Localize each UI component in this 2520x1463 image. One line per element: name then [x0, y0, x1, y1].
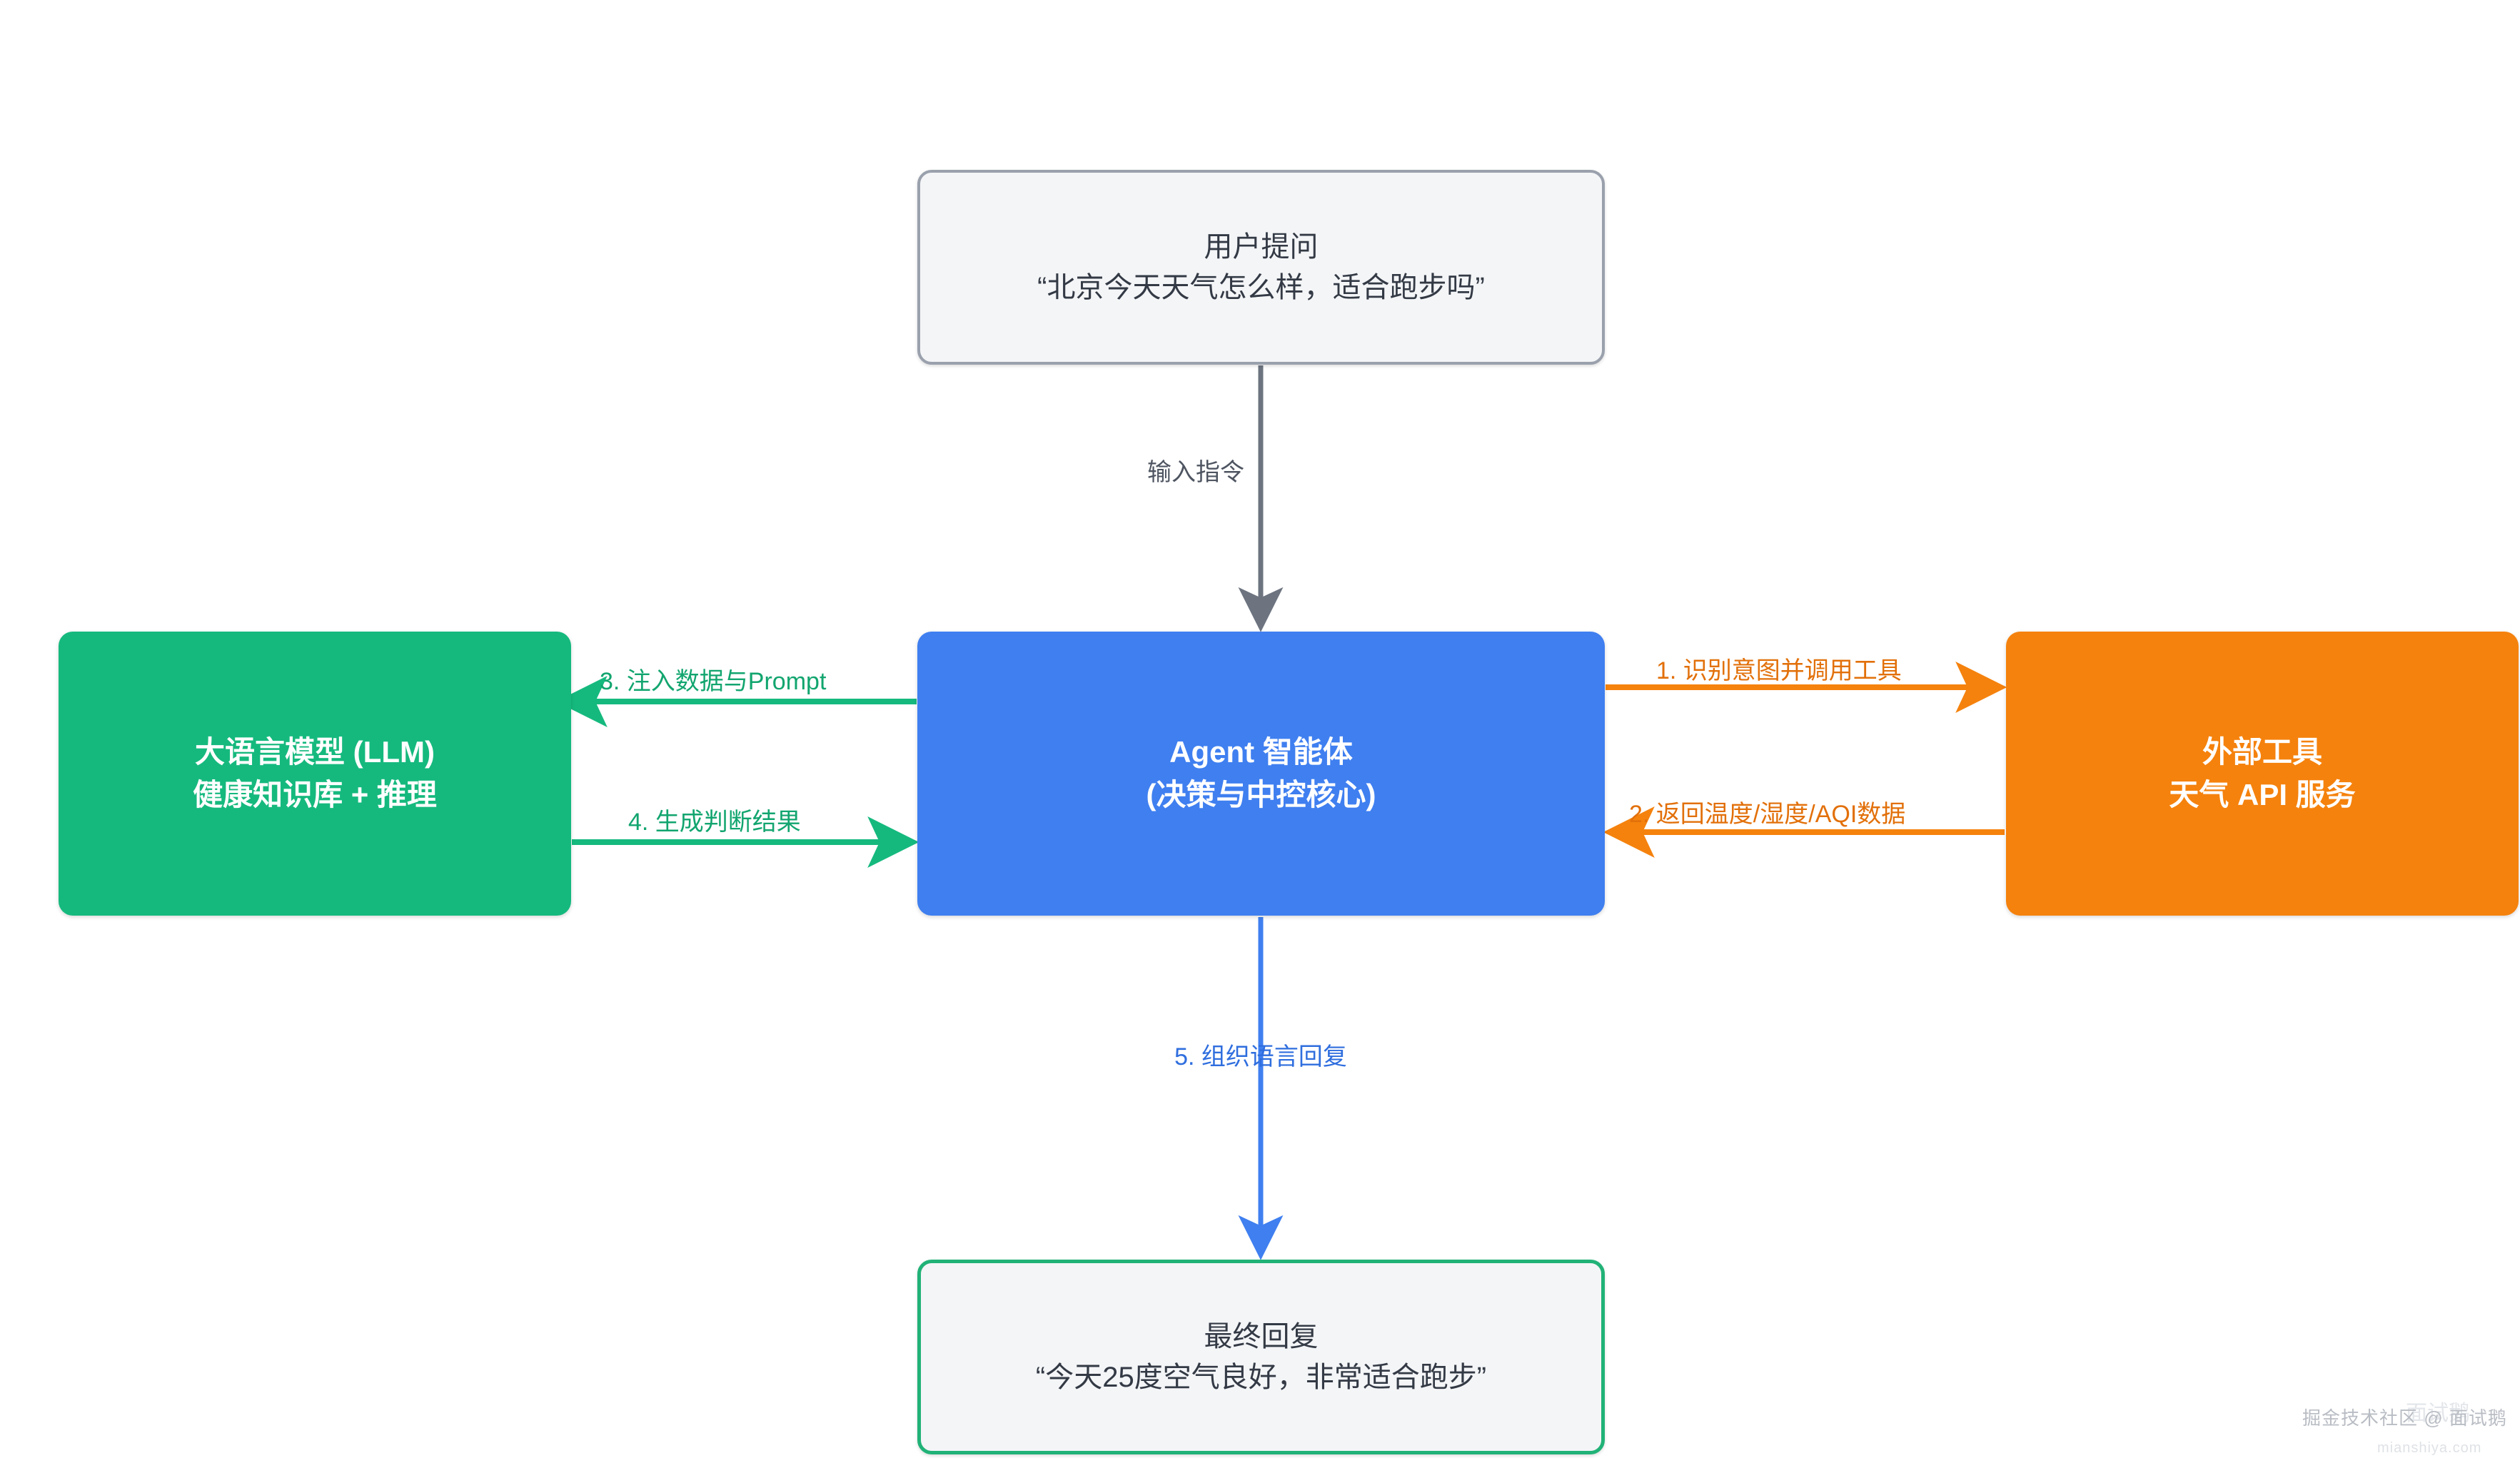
node-agent-title: Agent 智能体	[1169, 735, 1353, 769]
edge-label-step5: 5. 组织语言回复	[1174, 1043, 1347, 1070]
watermark-ghost: 面试鹅	[2406, 1402, 2470, 1425]
node-llm-title: 大语言模型 (LLM)	[195, 735, 435, 769]
node-external-tool-detail: 天气 API 服务	[2169, 778, 2356, 811]
watermark-text: 掘金技术社区 @ 面试鹅	[2302, 1407, 2507, 1429]
node-llm-detail: 健康知识库 + 推理	[193, 778, 437, 811]
node-user-question-detail: “北京今天天气怎么样，适合跑步吗”	[1037, 271, 1485, 303]
node-final-reply-detail: “今天25度空气良好，非常适合跑步”	[1035, 1361, 1487, 1393]
node-external-tool[interactable]: 外部工具 天气 API 服务	[2006, 632, 2519, 916]
node-final-reply[interactable]: 最终回复 “今天25度空气良好，非常适合跑步”	[917, 1260, 1605, 1454]
edge-label-step1: 1. 识别意图并调用工具	[1656, 657, 1902, 684]
edge-label-step4: 4. 生成判断结果	[628, 809, 801, 836]
node-llm[interactable]: 大语言模型 (LLM) 健康知识库 + 推理	[59, 632, 571, 916]
node-agent[interactable]: Agent 智能体 (决策与中控核心)	[917, 632, 1605, 916]
edge-label-input: 输入指令	[1147, 459, 1244, 486]
node-user-question-title: 用户提问	[1204, 231, 1319, 263]
node-external-tool-title: 外部工具	[2202, 735, 2322, 769]
node-final-reply-title: 最终回复	[1204, 1320, 1319, 1352]
edge-label-step3: 3. 注入数据与Prompt	[600, 668, 827, 695]
node-user-question[interactable]: 用户提问 “北京今天天气怎么样，适合跑步吗”	[917, 170, 1605, 365]
node-agent-detail: (决策与中控核心)	[1146, 778, 1376, 811]
edge-label-step2: 2. 返回温度/湿度/AQI数据	[1629, 801, 1906, 828]
watermark-subtext: mianshiya.com	[2377, 1440, 2482, 1456]
